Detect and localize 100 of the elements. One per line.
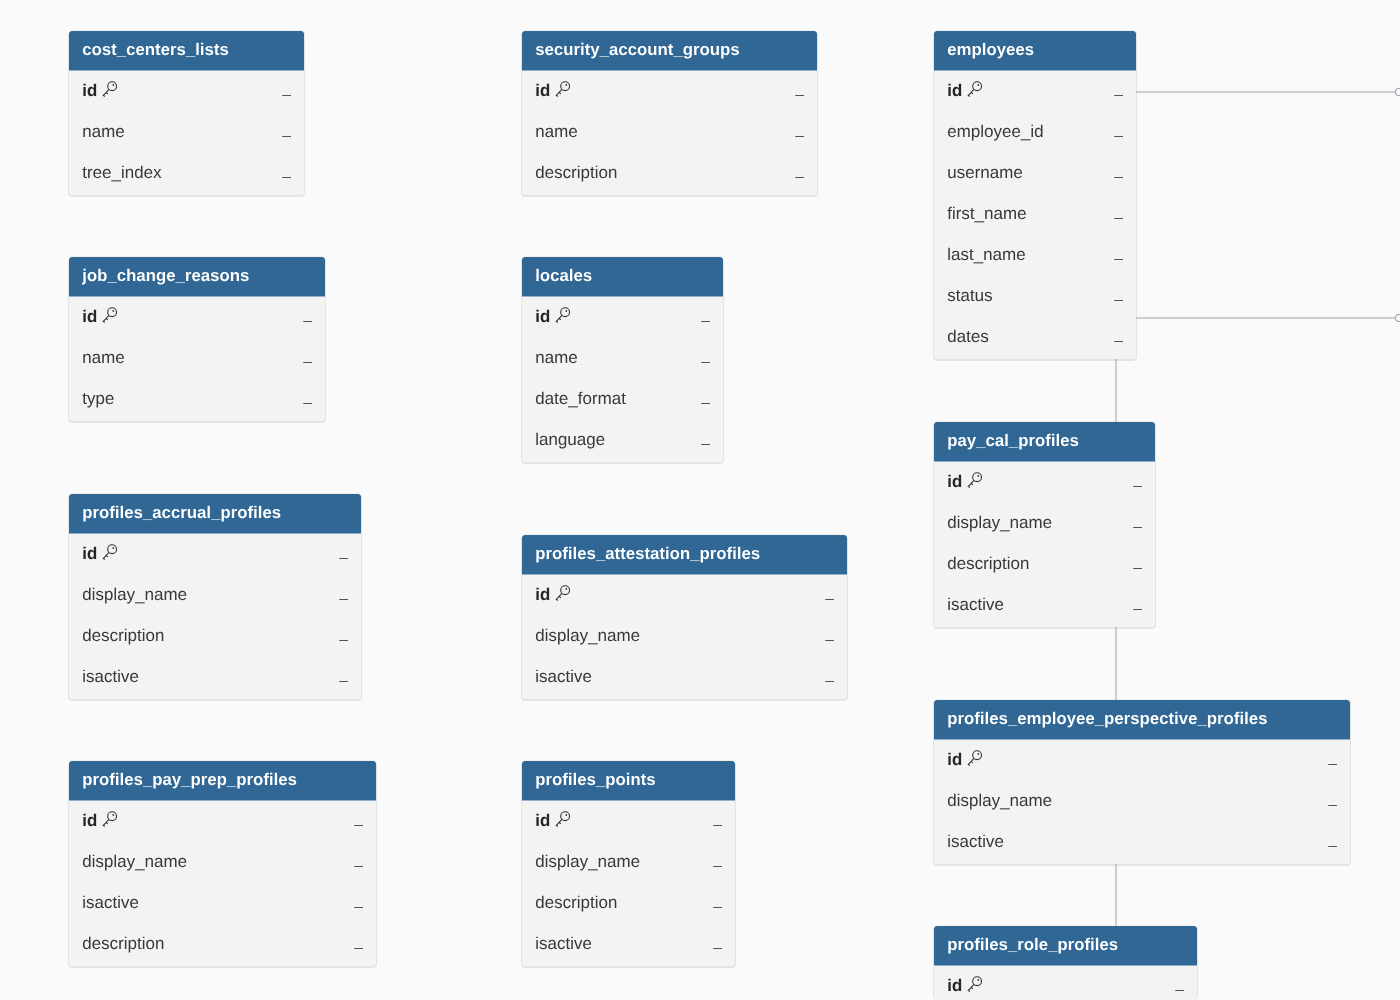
field-type: _ bbox=[1328, 764, 1337, 765]
field-type: _ bbox=[1114, 136, 1123, 137]
table-header: profiles_employee_perspective_profiles bbox=[933, 700, 1351, 740]
connector-line bbox=[1135, 91, 1396, 93]
field-name: display_name bbox=[535, 854, 640, 871]
field-type: _ bbox=[354, 825, 363, 826]
table-header: profiles_accrual_profiles bbox=[68, 494, 362, 534]
field-type: _ bbox=[354, 907, 363, 908]
table-header: pay_cal_profiles bbox=[933, 422, 1156, 462]
field-type: _ bbox=[354, 948, 363, 949]
field-type: _ bbox=[713, 948, 722, 949]
field-name: description bbox=[82, 628, 164, 645]
field-type: _ bbox=[701, 321, 710, 322]
field-type: _ bbox=[282, 177, 291, 178]
table-card bbox=[68, 493, 362, 701]
field-name: description bbox=[535, 895, 617, 912]
field-name: id bbox=[536, 309, 550, 323]
field-name: display_name bbox=[535, 628, 640, 645]
field-name: description bbox=[82, 936, 164, 953]
connector-line bbox=[1115, 358, 1117, 423]
field-name: description bbox=[535, 165, 617, 182]
field-name: display_name bbox=[947, 793, 1052, 810]
field-name: isactive bbox=[536, 669, 592, 683]
field-name: username bbox=[948, 168, 1023, 179]
field-type: _ bbox=[1328, 846, 1337, 847]
field-type: _ bbox=[1133, 609, 1142, 610]
field-name: id bbox=[536, 587, 550, 601]
field-name: isactive bbox=[83, 669, 139, 683]
field-type: _ bbox=[339, 640, 348, 641]
field-name: dates bbox=[947, 329, 989, 343]
field-type: _ bbox=[339, 599, 348, 600]
field-name: isactive bbox=[948, 834, 1004, 848]
connector-line bbox=[1135, 317, 1396, 319]
field-type: _ bbox=[1328, 805, 1337, 806]
field-type: _ bbox=[825, 640, 834, 641]
field-name: id bbox=[83, 309, 97, 323]
table-card bbox=[933, 421, 1156, 629]
field-type: _ bbox=[1133, 527, 1142, 528]
field-name: name bbox=[83, 127, 124, 138]
table-header: locales bbox=[521, 257, 724, 297]
field-type: _ bbox=[303, 321, 312, 322]
table-header: job_change_reasons bbox=[68, 257, 326, 297]
field-name: display_name bbox=[82, 854, 187, 871]
table-card bbox=[68, 760, 377, 968]
field-type: _ bbox=[1133, 486, 1142, 487]
field-name: id bbox=[536, 83, 550, 97]
field-type: _ bbox=[1133, 568, 1142, 569]
field-type: _ bbox=[713, 866, 722, 867]
field-type: _ bbox=[795, 95, 804, 96]
field-name: id bbox=[83, 546, 97, 560]
field-name: tree_index bbox=[82, 165, 162, 182]
field-type: _ bbox=[825, 681, 834, 682]
table-card bbox=[68, 30, 305, 197]
field-type: _ bbox=[795, 136, 804, 137]
field-type: _ bbox=[1114, 259, 1123, 260]
field-name: display_name bbox=[82, 587, 187, 604]
table-header: profiles_role_profiles bbox=[933, 926, 1198, 966]
field-type: _ bbox=[795, 177, 804, 178]
field-name: employee_id bbox=[947, 124, 1043, 141]
field-name: isactive bbox=[536, 936, 592, 950]
field-name: id bbox=[83, 83, 97, 97]
field-name: id bbox=[83, 813, 97, 827]
field-type: _ bbox=[701, 362, 710, 363]
table-header: profiles_attestation_profiles bbox=[521, 535, 848, 575]
table-header: cost_centers_lists bbox=[68, 31, 305, 71]
field-name: status bbox=[947, 290, 992, 302]
field-name: id bbox=[536, 813, 550, 827]
field-name: isactive bbox=[83, 895, 139, 909]
field-type: _ bbox=[701, 403, 710, 404]
field-name: type bbox=[82, 393, 114, 408]
table-header: profiles_pay_prep_profiles bbox=[68, 761, 377, 801]
field-type: _ bbox=[701, 444, 710, 445]
field-type: _ bbox=[1114, 95, 1123, 96]
table-header: profiles_points bbox=[521, 761, 736, 801]
field-name: id bbox=[948, 752, 962, 766]
table-card bbox=[521, 30, 818, 197]
field-type: _ bbox=[282, 136, 291, 137]
table-header: employees bbox=[933, 31, 1137, 71]
field-type: _ bbox=[303, 362, 312, 363]
field-name: name bbox=[83, 353, 124, 364]
field-type: _ bbox=[713, 825, 722, 826]
field-name: display_name bbox=[947, 515, 1052, 532]
field-type: _ bbox=[339, 681, 348, 682]
field-name: isactive bbox=[948, 597, 1004, 611]
field-type: _ bbox=[1114, 177, 1123, 178]
table-card bbox=[521, 760, 736, 968]
field-name: id bbox=[948, 83, 962, 97]
table-card bbox=[933, 30, 1137, 361]
table-card bbox=[68, 256, 326, 423]
field-name: name bbox=[536, 353, 577, 364]
field-name: first_name bbox=[947, 206, 1026, 223]
field-name: description bbox=[947, 556, 1029, 573]
field-name: name bbox=[536, 127, 577, 138]
field-type: _ bbox=[1114, 218, 1123, 219]
field-type: _ bbox=[303, 403, 312, 404]
table-header: security_account_groups bbox=[521, 31, 818, 71]
field-name: last_name bbox=[948, 247, 1025, 264]
connector-line bbox=[1115, 626, 1117, 701]
field-type: _ bbox=[354, 866, 363, 867]
table-card bbox=[933, 925, 1198, 1000]
